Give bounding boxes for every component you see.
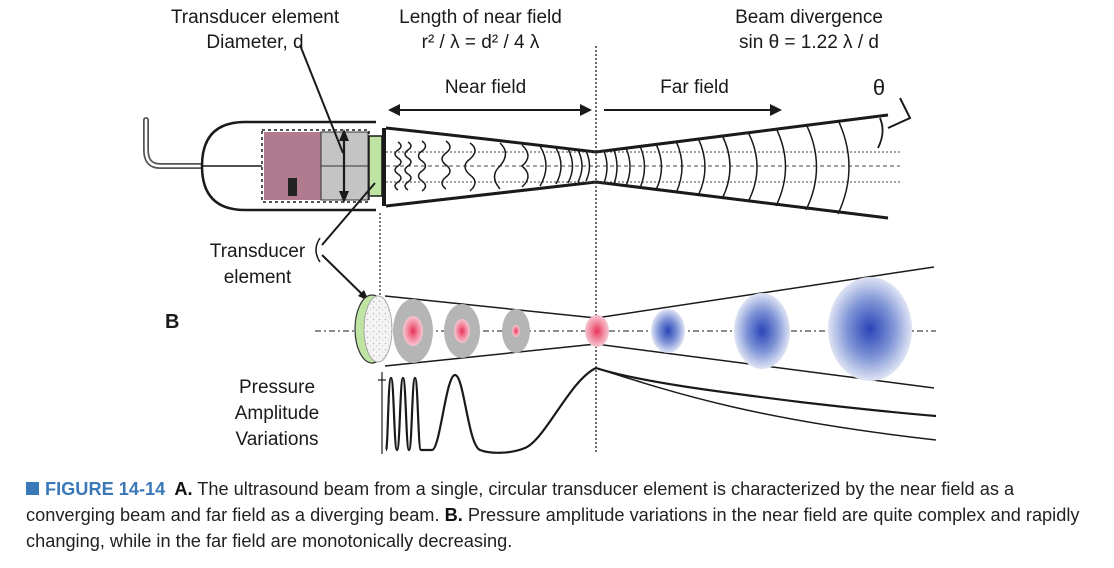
near-field-spots xyxy=(393,299,609,363)
cable xyxy=(143,117,206,169)
label-near-field: Near field xyxy=(444,77,527,98)
label-transducer-element: Transducer xyxy=(209,241,306,262)
leader-element-top xyxy=(321,182,376,246)
label-element: element xyxy=(223,267,292,288)
label-transducer-element-top: Transducer element xyxy=(170,7,340,28)
label-theta: θ xyxy=(872,75,886,100)
caption-square-icon xyxy=(26,482,39,495)
beam-lower-edge xyxy=(385,180,889,220)
beam-diagram xyxy=(143,44,937,454)
near-field-wavefronts xyxy=(394,140,591,192)
beam-b-upper xyxy=(384,266,935,319)
leader-element-bottom xyxy=(321,254,369,301)
label-variations: Variations xyxy=(235,429,319,450)
pressure-envelope xyxy=(595,367,937,441)
figure-caption: FIGURE 14-14 A. The ultrasound beam from… xyxy=(26,476,1096,554)
label-diameter: Diameter, d xyxy=(206,32,304,53)
far-field-wavefronts xyxy=(603,119,850,215)
far-field-spots xyxy=(651,277,912,381)
beam-upper-edge xyxy=(385,113,889,154)
label-beam-divergence: Beam divergence xyxy=(735,7,883,28)
label-amplitude: Amplitude xyxy=(234,403,320,424)
ultrasound-beam-figure: Transducer element Diameter, d Length of… xyxy=(143,7,937,454)
pressure-curve xyxy=(384,366,937,454)
label-divergence-formula: sin θ = 1.22 λ / d xyxy=(739,32,879,53)
label-pressure: Pressure xyxy=(238,377,316,398)
label-near-field-formula: r² / λ = d² / 4 λ xyxy=(421,32,540,53)
coil-icon xyxy=(288,178,297,196)
caption-figure-label: FIGURE 14-14 xyxy=(45,479,166,499)
panel-b-label: B xyxy=(165,311,180,333)
leader-diameter xyxy=(299,44,344,154)
label-near-field-length: Length of near field xyxy=(399,7,562,28)
near-field-arrow xyxy=(388,104,592,116)
label-far-field: Far field xyxy=(660,77,729,98)
caption-part-b-label: B. xyxy=(444,505,463,525)
theta-arc xyxy=(877,117,884,149)
beam-b-lower xyxy=(384,343,935,389)
caption-part-a-text: The ultrasound beam from a single, circu… xyxy=(26,479,1015,525)
caption-part-b-text: Pressure amplitude variations in the nea… xyxy=(26,505,1080,551)
caption-part-a-label: A. xyxy=(174,479,193,499)
far-field-arrow xyxy=(604,104,782,116)
